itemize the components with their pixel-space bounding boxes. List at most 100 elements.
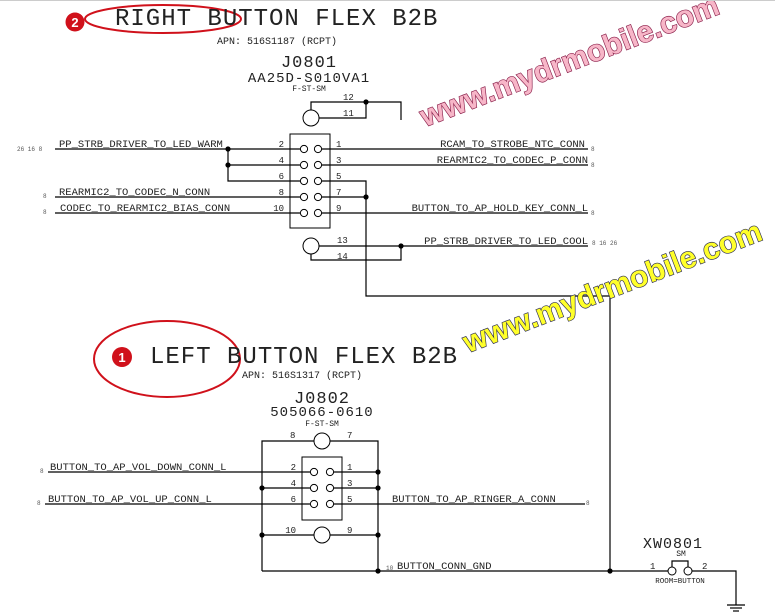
junction-dot: [225, 146, 231, 152]
page-ref: 8: [586, 500, 590, 507]
pin-pad: [299, 208, 309, 218]
junction-dot: [259, 532, 265, 538]
junction-dot: [375, 469, 381, 475]
j0802-footprint: F-ST-SM: [305, 420, 339, 429]
marker-2-label: 2: [71, 15, 78, 30]
pin-pad: [325, 467, 335, 477]
pin-label: 14: [337, 252, 348, 262]
junction-dot: [363, 194, 369, 200]
page-ref: 8: [591, 146, 595, 153]
pin-label: 5: [347, 495, 352, 505]
pin-label: 1: [347, 463, 352, 473]
marker-badge-2: [65, 12, 85, 32]
j0802-refdes: J0802: [294, 390, 350, 409]
pin-label: 6: [291, 495, 296, 505]
junction-dot: [375, 532, 381, 538]
j0802-pin-pads: [309, 467, 335, 509]
junction-dot: [225, 162, 231, 168]
wire: [692, 570, 737, 605]
xw0801-label: ROOM=BUTTON: [655, 578, 705, 586]
pin-pad: [313, 208, 323, 218]
right-flex-title: RIGHT BUTTON FLEX B2B: [115, 6, 438, 33]
wire: [227, 149, 300, 182]
j0801-pin-pads: [299, 144, 323, 218]
net-pp-strb-warm: PP_STRB_DRIVER_TO_LED_WARM: [59, 139, 223, 151]
junction-dot: [363, 99, 369, 105]
pin-pad: [667, 566, 677, 576]
pin-pad: [299, 176, 309, 186]
wire: [671, 560, 689, 567]
red-annotation-ellipse: [84, 4, 242, 34]
pin-pad: [325, 483, 335, 493]
pin-label: 8: [279, 188, 284, 198]
pin-label: 2: [291, 463, 296, 473]
pin-pad: [683, 566, 693, 576]
j0801-connector: 12 11 2 4 6 8 10 1 3 5 7 9: [17, 93, 618, 572]
net-pp-strb-cool: PP_STRB_DRIVER_TO_LED_COOL: [424, 236, 588, 248]
shield-pad-top: [302, 109, 320, 127]
pin-label: 6: [279, 172, 284, 182]
page-ref: 8: [591, 210, 595, 217]
pin-pad: [309, 499, 319, 509]
wire: [310, 101, 402, 120]
net-vol-up: BUTTON_TO_AP_VOL_UP_CONN_L: [48, 494, 212, 506]
junction-dot: [375, 485, 381, 491]
xw0801-shorting-pad: XW0801 SM 1 2 ROOM=BUTTON: [643, 536, 745, 612]
page-ref: 8: [40, 468, 44, 475]
pin-label: 2: [279, 140, 284, 150]
pin-pad: [313, 144, 323, 154]
pin-label: 12: [343, 93, 354, 103]
pin-pad: [309, 467, 319, 477]
net-rearmic2-n: REARMIC2_TO_CODEC_N_CONN: [59, 187, 210, 199]
pin-label: 3: [347, 479, 352, 489]
j0801-refdes: J0801: [281, 54, 337, 73]
pin-label: 4: [279, 156, 284, 166]
net-rearmic2-p: REARMIC2_TO_CODEC_P_CONN: [437, 155, 588, 167]
pin-label: 7: [347, 431, 352, 441]
j0801-footprint: F-ST-SM: [292, 85, 326, 94]
right-flex-apn: APN: 516S1187 (RCPT): [217, 36, 337, 48]
wire: [310, 246, 402, 261]
page-ref: 8 16 26: [592, 240, 618, 247]
pin-label: 13: [337, 236, 348, 246]
pin-label: 9: [336, 204, 341, 214]
page-ref: 26 16 8: [17, 146, 43, 153]
pin-pad: [313, 176, 323, 186]
shield-pad-bottom: [313, 526, 331, 544]
pin-label: 5: [336, 172, 341, 182]
left-flex-apn: APN: 516S1317 (RCPT): [242, 370, 362, 382]
marker-badge-1: [112, 347, 132, 367]
pin-label: 4: [291, 479, 296, 489]
pin-label: 7: [336, 188, 341, 198]
right-flex-header: 2 RIGHT BUTTON FLEX B2B APN: 516S1187 (R…: [65, 4, 438, 94]
junction-dot: [398, 243, 404, 249]
pin-label: 1: [650, 562, 655, 572]
page-ref: 8: [43, 193, 47, 200]
junction-dot: [607, 568, 613, 574]
xw0801-refdes: XW0801: [643, 536, 703, 553]
j0802-part-number: 505066-0610: [270, 405, 373, 421]
shield-pad-top: [313, 432, 331, 450]
pin-pad: [309, 483, 319, 493]
marker-1-label: 1: [118, 350, 125, 365]
j0801-part-number: AA25D-S010VA1: [248, 71, 370, 87]
page-ref: 8: [591, 162, 595, 169]
red-annotation-ellipse: [93, 320, 241, 398]
page-ref: 8: [37, 500, 41, 507]
pin-label: 8: [290, 431, 295, 441]
left-flex-header: 1 LEFT BUTTON FLEX B2B APN: 516S1317 (RC…: [93, 320, 457, 429]
page-ref: 8: [43, 209, 47, 216]
j0802-connector: 8 7 2 4 6 1 3 5 10 9 8 BUTTON_TO_AP_VOL_…: [37, 431, 668, 574]
pin-label: 10: [285, 526, 296, 536]
pin-label: 10: [273, 204, 284, 214]
net-hold-key: BUTTON_TO_AP_HOLD_KEY_CONN_L: [412, 203, 588, 215]
junction-dot: [259, 485, 265, 491]
net-rearmic2-bias: CODEC_TO_REARMIC2_BIAS_CONN: [60, 203, 230, 215]
pin-pad: [299, 144, 309, 154]
wire: [330, 440, 379, 571]
wire: [261, 440, 314, 571]
net-ringer: BUTTON_TO_AP_RINGER_A_CONN: [392, 494, 556, 506]
wire: [322, 180, 611, 572]
